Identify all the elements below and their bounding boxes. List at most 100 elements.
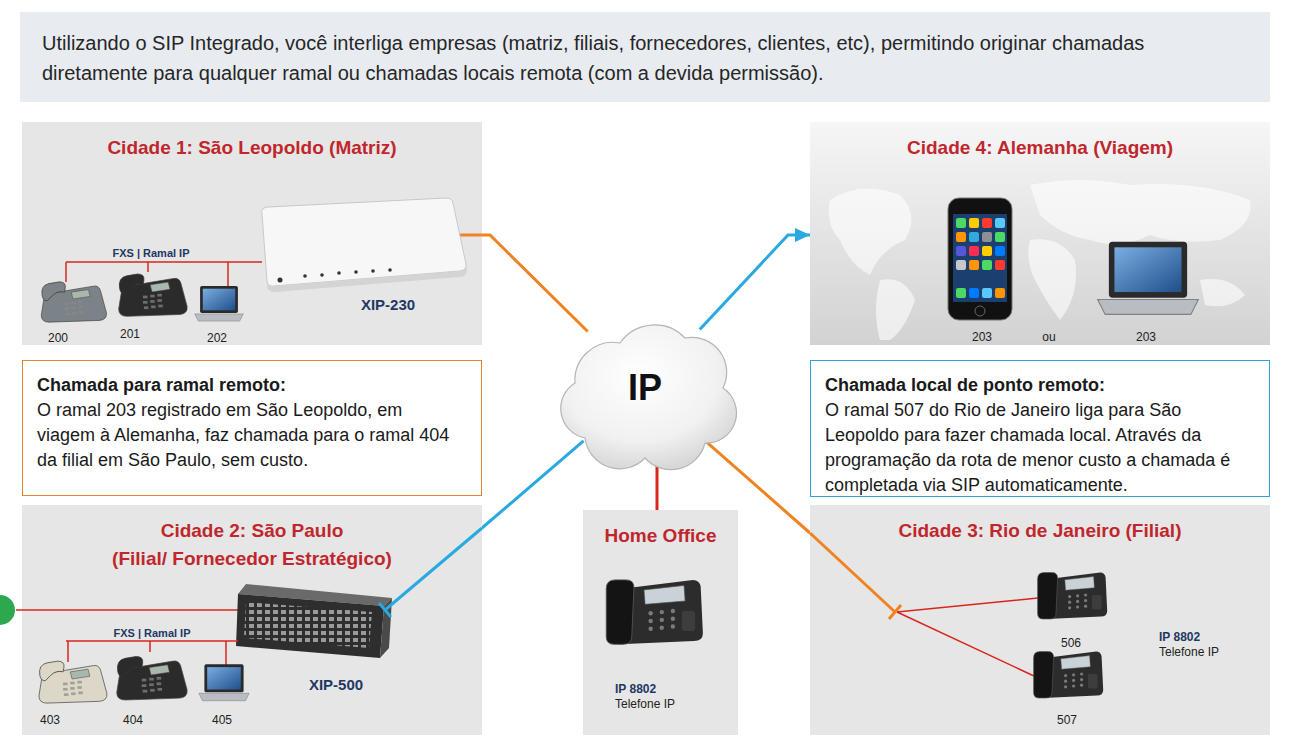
interface-label: FXS | Ramal IP xyxy=(113,627,190,640)
smartphone-part xyxy=(982,288,992,298)
extension-number: 507 xyxy=(1057,714,1077,727)
router-leds-part xyxy=(278,278,283,283)
extension-number: 203 xyxy=(1136,331,1156,344)
matriz-equipment xyxy=(41,198,482,322)
smartphone-part xyxy=(995,260,1005,270)
trunk-endpoint xyxy=(0,594,16,626)
router-leds xyxy=(278,268,392,282)
desk-phone xyxy=(39,661,107,703)
router-leds-part xyxy=(303,274,307,278)
label-slot: IP 8802 xyxy=(1159,627,1200,645)
smartphone-part xyxy=(948,198,1012,320)
smartphone-part xyxy=(995,288,1005,298)
city-heading: Cidade 4: Alemanha (Viagem) xyxy=(810,134,1270,162)
smartphone-part xyxy=(982,232,992,242)
sip-connector xyxy=(482,235,588,332)
fxs-wire xyxy=(66,641,238,666)
sip-link xyxy=(385,528,482,610)
city-panel: Cidade 4: Alemanha (Viagem) xyxy=(810,122,1270,345)
device-name: XIP-500 xyxy=(309,676,363,693)
cloud-outline xyxy=(561,325,737,470)
label-slot: 405 xyxy=(212,710,232,728)
label-slot: XIP-500 xyxy=(309,676,363,694)
router-leds-part xyxy=(320,273,324,277)
callout-text: O ramal 203 registrado em São Leopoldo, … xyxy=(37,398,461,473)
smartphone-part xyxy=(982,218,992,228)
callout-title: Chamada local de ponto remoto: xyxy=(825,373,1249,398)
callout-title: Chamada para ramal remoto: xyxy=(37,373,461,398)
rio-equipment xyxy=(810,533,1107,698)
callout-box: Chamada local de ponto remoto:O ramal 50… xyxy=(810,360,1270,497)
city-panel: Cidade 3: Rio de Janeiro (Filial) xyxy=(810,505,1270,735)
trunk-wire xyxy=(457,234,482,237)
smartphone-part xyxy=(956,218,966,228)
laptop-icon xyxy=(199,664,249,700)
router-front xyxy=(267,264,467,292)
smartphone-part xyxy=(953,214,1007,302)
ip-phone xyxy=(1038,573,1108,619)
rack-top xyxy=(238,584,392,606)
extension-number: ou xyxy=(1042,331,1055,344)
label-slot: Telefone IP xyxy=(1159,642,1219,660)
callout-box: Chamada para ramal remoto:O ramal 203 re… xyxy=(22,360,482,496)
label-slot: 507 xyxy=(1057,710,1077,728)
link-terminator xyxy=(379,603,391,617)
sip-connector xyxy=(656,464,659,510)
smartphone-part xyxy=(982,260,992,270)
sip-connector xyxy=(700,235,810,330)
sip-link xyxy=(810,533,895,612)
extension-number: 405 xyxy=(212,714,232,727)
smartphone-part xyxy=(969,232,979,242)
city-heading: Cidade 1: São Leopoldo (Matriz) xyxy=(22,134,482,162)
desk-phone xyxy=(41,282,106,322)
smartphone-part xyxy=(995,232,1005,242)
rack-side xyxy=(380,598,392,658)
label-slot: 203 xyxy=(1136,327,1156,345)
smartphone-part xyxy=(956,288,966,298)
smartphone-part xyxy=(956,232,966,242)
desk-phone xyxy=(117,657,187,700)
device-type: Telefone IP xyxy=(615,697,675,711)
city-heading: (Filial/ Fornecedor Estratégico) xyxy=(22,545,482,573)
extension-number: 202 xyxy=(207,332,227,345)
desk-phone xyxy=(119,274,187,316)
world-map-part xyxy=(1200,279,1245,306)
smartphone-part xyxy=(969,260,979,270)
extension-number: 201 xyxy=(120,328,140,341)
router-leds-part xyxy=(337,271,341,275)
extension-number: 506 xyxy=(1061,637,1081,650)
smartphone-part xyxy=(995,218,1005,228)
intro-banner: Utilizando o SIP Integrado, você interli… xyxy=(20,12,1270,102)
label-slot: ou xyxy=(1042,327,1055,345)
world-map-part xyxy=(876,279,915,340)
label-slot: 203 xyxy=(972,327,992,345)
cloud-label: IP xyxy=(628,367,662,409)
extension-number: 203 xyxy=(972,331,992,344)
world-map xyxy=(829,180,1251,340)
smartphone-part xyxy=(982,246,992,256)
label-slot: 201 xyxy=(120,324,140,342)
fxs-wire xyxy=(66,262,262,290)
label-slot: 200 xyxy=(48,328,68,346)
smartphone-part xyxy=(956,260,966,270)
router-leds-part xyxy=(371,269,375,273)
label-slot: FXS | Ramal IP xyxy=(113,623,190,641)
intro-text: Utilizando o SIP Integrado, você interli… xyxy=(42,28,1248,88)
label-slot: 202 xyxy=(207,328,227,346)
device-type: Telefone IP xyxy=(1159,645,1219,659)
ip-phone xyxy=(606,580,703,644)
router-leds-part xyxy=(354,270,358,274)
rack-ports xyxy=(244,602,372,648)
smartphone-part xyxy=(969,246,979,256)
smartphone xyxy=(948,198,1012,320)
callout-text: O ramal 507 do Rio de Janeiro liga para … xyxy=(825,398,1249,498)
router-top xyxy=(262,198,467,286)
label-slot: FXS | Ramal IP xyxy=(112,243,189,261)
extension-number: 404 xyxy=(123,714,143,727)
filial-equipment xyxy=(0,528,482,703)
smartphone-part xyxy=(969,288,979,298)
city-heading: Home Office xyxy=(583,522,738,550)
laptop-icon xyxy=(1098,242,1199,315)
sip-connector xyxy=(482,441,584,528)
model-name: IP 8802 xyxy=(1159,630,1200,644)
